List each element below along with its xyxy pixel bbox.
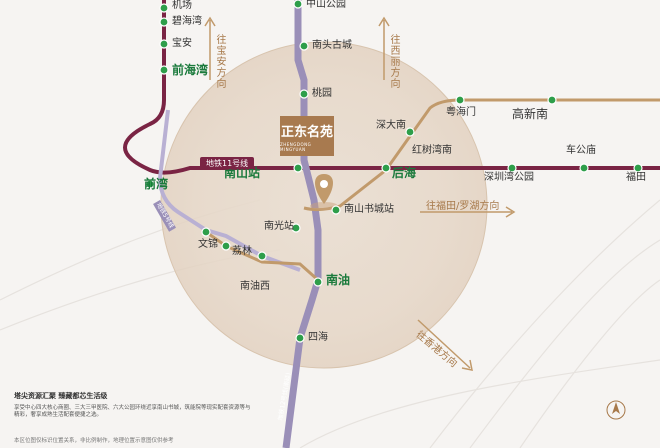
info-note-title: 塔尖资源汇聚 臻藏都芯生活级 [14, 392, 108, 400]
station-label-zhongshan: 中山公园 [306, 0, 346, 10]
background-swirls [0, 199, 660, 448]
line9-route [303, 98, 660, 212]
station-label-nanyouxi: 南油西 [240, 281, 270, 292]
station-label-nanshanshucheng: 南山书城站 [344, 204, 394, 215]
project-name: 正东名苑 [280, 124, 333, 140]
station-label-chegongmiao: 车公庙 [566, 145, 596, 156]
project-badge: 正东名苑 ZHENGDONG MINGYUAN [280, 116, 334, 156]
station-label-nanyou: 南油 [326, 273, 351, 287]
north-arrow-icon [606, 400, 626, 420]
station-label-baoan: 宝安 [172, 38, 192, 49]
station-label-wenjin: 文锦 [198, 239, 218, 250]
map-footer: 本区位图仅标识位置关系，非比例制作，地理位置示意图仅供参考 [14, 438, 174, 444]
line12-route [282, 0, 322, 448]
station-label-gaoxinnan: 高新南 [512, 107, 549, 121]
project-subtitle: ZHENGDONG MINGYUAN [280, 141, 312, 152]
station-label-bihaiwan: 碧海湾 [172, 16, 202, 27]
station-label-shendanan: 深大南 [376, 120, 406, 131]
station-label-houhai: 后海 [392, 166, 417, 180]
info-note: 塔尖资源汇聚 臻藏都芯生活级 享受中心四大核心商圈、三大三甲医院、六大公园环绕近… [14, 392, 254, 420]
station-label-shenzhenwan: 深圳湾公园 [484, 172, 534, 183]
line11-route [123, 0, 660, 175]
line5-route [157, 109, 301, 272]
station-label-qianwan: 前湾 [144, 177, 169, 191]
station-label-futian: 福田 [626, 172, 646, 183]
direction-baoan: 往宝安方向 [214, 34, 225, 89]
station-label-taoyuan: 桃园 [312, 88, 332, 99]
station-label-nanguang: 南光站 [264, 221, 294, 232]
location-pin-icon [310, 174, 338, 210]
station-label-nanshan: 南山站 [224, 166, 261, 180]
station-label-lilin: 荔林 [232, 246, 252, 257]
info-note-body: 享受中心四大核心商圈、三大三甲医院、六大公园环绕近享南山书城，筑能院等现实配套资… [14, 404, 251, 419]
station-label-sihai: 四海 [308, 332, 328, 343]
direction-xili: 往西丽方向 [388, 34, 399, 89]
direction-futian: 往福田/罗湖方向 [426, 201, 500, 212]
station-label-honghuwan: 红树湾南 [412, 145, 452, 156]
station-markers [145, 0, 643, 343]
direction-arrows [204, 16, 516, 371]
line9-route-south [205, 230, 319, 282]
station-label-qianhaiwan: 前海湾 [172, 63, 209, 77]
station-label-yuehaimen: 粤海门 [446, 107, 476, 118]
line11-tag: 地铁11号线 [200, 157, 255, 169]
station-label-jichang: 机场 [172, 0, 192, 11]
station-label-nantou: 南头古城 [312, 40, 352, 51]
